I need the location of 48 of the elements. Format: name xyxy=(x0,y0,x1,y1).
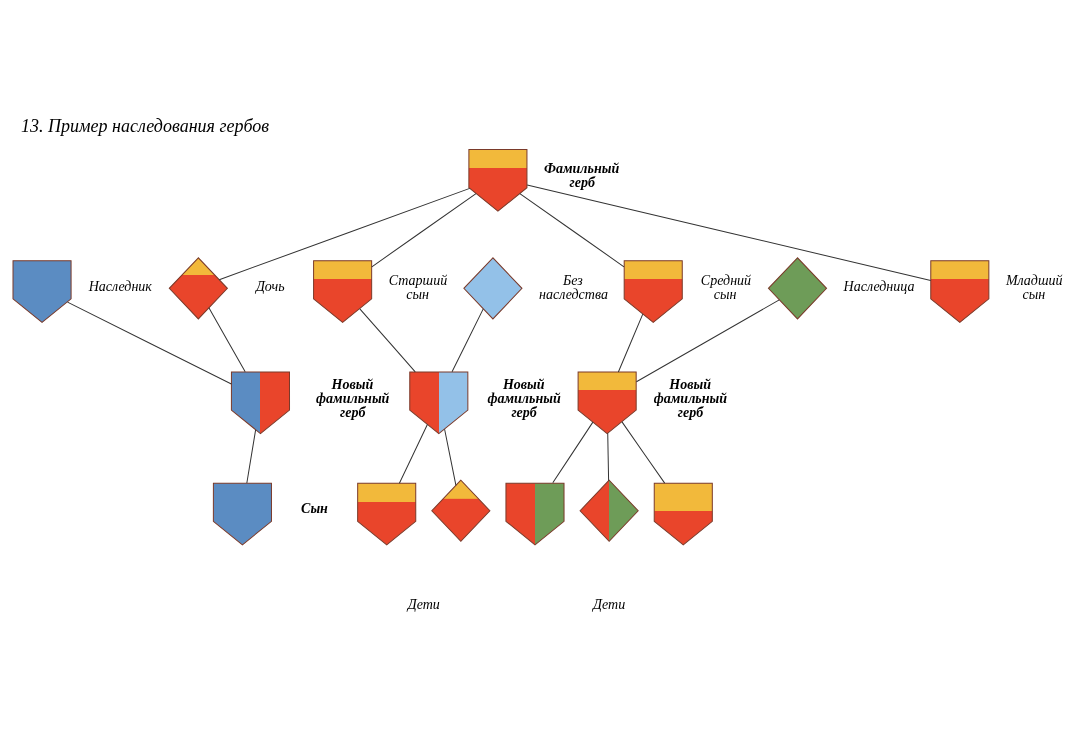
node-label: Дочь xyxy=(255,278,285,294)
connector xyxy=(359,307,416,372)
connector xyxy=(67,301,232,384)
node-shield xyxy=(505,482,565,545)
node-shield xyxy=(357,482,417,545)
connector xyxy=(635,298,780,382)
connector xyxy=(398,423,428,484)
node-shield xyxy=(653,482,713,545)
connector xyxy=(519,192,625,267)
node-diamond xyxy=(767,256,828,319)
node-shield xyxy=(313,259,373,323)
node-diamond xyxy=(579,479,639,542)
diagram-title: 13. Пример наследования гербов xyxy=(21,115,270,136)
connector xyxy=(246,428,257,484)
node-shield xyxy=(12,259,72,323)
label: Дети xyxy=(407,596,440,612)
node-label: Новый фамильный герб xyxy=(487,376,561,420)
connector xyxy=(208,306,246,372)
node-label: Новый фамильный герб xyxy=(316,376,390,420)
node-label: Средний сын xyxy=(700,272,752,302)
node-diamond xyxy=(463,256,523,319)
node-label: Новый фамильный герб xyxy=(653,376,728,420)
node-diamond xyxy=(168,256,228,319)
node-label: Старший сын xyxy=(388,272,448,302)
connector xyxy=(617,313,644,372)
node-shield xyxy=(230,371,290,434)
label: Дети xyxy=(593,596,626,612)
node-shield xyxy=(930,259,990,323)
node-label: Наследник xyxy=(88,278,152,294)
connector xyxy=(218,187,471,280)
node-label: Младший сын xyxy=(1005,272,1063,302)
connector xyxy=(526,184,932,281)
connector xyxy=(371,192,477,267)
node-shield xyxy=(468,148,528,212)
node-label: Сын xyxy=(301,500,328,516)
node-diamond xyxy=(431,479,491,542)
connector xyxy=(552,421,594,483)
node-shield xyxy=(212,482,272,545)
node-shield xyxy=(577,371,637,434)
connector xyxy=(451,307,484,372)
node-label: Фамильный герб xyxy=(544,160,620,190)
node-label: Без наследства xyxy=(539,272,608,302)
connector xyxy=(621,420,666,484)
node-shield xyxy=(409,371,469,434)
connector xyxy=(607,432,610,481)
node-label: Наследница xyxy=(843,278,915,294)
connector xyxy=(444,428,457,486)
node-shield xyxy=(623,259,683,323)
